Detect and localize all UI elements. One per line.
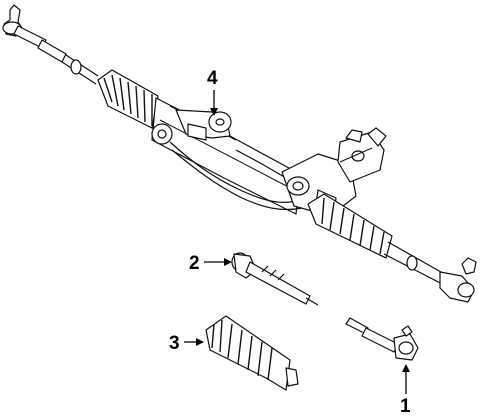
outer-tie-rod-end-part	[345, 317, 419, 361]
mounting-bracket	[175, 109, 232, 141]
left-tie-rod-end	[2, 4, 67, 63]
right-inner-rod	[383, 241, 449, 287]
right-tie-rod-end	[439, 257, 477, 303]
callout-2: 2	[189, 253, 232, 274]
callout-label-4: 4	[207, 68, 218, 89]
callout-label-1: 1	[400, 396, 411, 417]
callout-4: 4	[207, 68, 218, 116]
right-bellows-boot	[307, 193, 393, 259]
rack-boot-part	[205, 315, 299, 391]
callout-label-3: 3	[169, 333, 180, 354]
hydraulic-lines	[169, 141, 303, 211]
left-bellows-boot	[97, 69, 159, 129]
left-rod-nut	[70, 59, 82, 75]
callout-1: 1	[400, 364, 411, 417]
inner-tie-rod-part	[231, 252, 319, 306]
callout-label-2: 2	[189, 253, 200, 274]
right-rod-nut	[406, 255, 418, 271]
callout-3: 3	[169, 333, 204, 354]
steering-rack-assembly	[2, 4, 477, 303]
